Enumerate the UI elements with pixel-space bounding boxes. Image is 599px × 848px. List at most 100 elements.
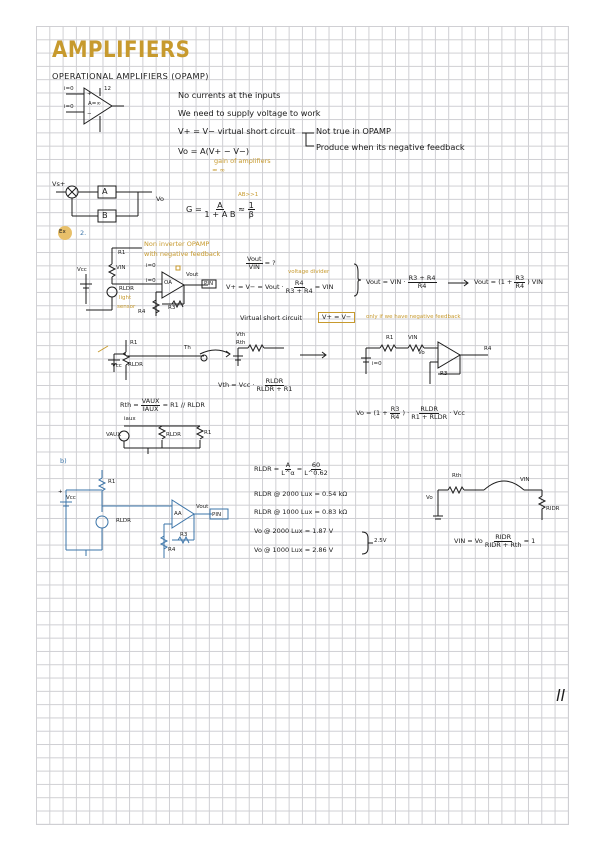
part-b-tag: b): [60, 457, 67, 465]
ex-i0-top: i=0: [146, 263, 156, 269]
th-rldr: RLDR: [128, 362, 143, 368]
ex-annotation-1: Non inverter OPAMP: [144, 240, 210, 248]
ex-rldr: RLDR: [119, 286, 134, 292]
ex-sensor: sensor: [117, 304, 136, 310]
page-mark: ll: [556, 686, 565, 705]
b-rldr: RLDR: [116, 518, 131, 524]
page-subtitle: OPERATIONAL AMPLIFIERS (OPAMP): [52, 71, 209, 81]
load-rth: Rth: [452, 473, 462, 479]
b-vcc: Vcc: [66, 495, 76, 501]
thevenin-source-circuit: [97, 340, 208, 380]
ex-vin: VIN: [116, 265, 126, 271]
grid-paper: [36, 26, 569, 825]
aux-circuit: [118, 425, 205, 454]
load-circuit: [433, 480, 547, 520]
row-rldr-2000: RLDR @ 2000 Lux = 0.54 kΩ: [254, 490, 348, 498]
note-no-currents: No currents at the inputs: [178, 90, 281, 100]
gain-condition: AB>>1: [238, 192, 259, 198]
vsc-label: Virtual short circuit: [240, 314, 303, 322]
note-gain-of-amplifiers: gain of amplifiers: [214, 157, 271, 165]
sub-i0: Vo: [418, 350, 425, 356]
loop-output-label: Vo: [156, 195, 164, 203]
ex-r4: R4: [138, 309, 146, 315]
delta-bracket: [361, 531, 373, 555]
ex-oa: OA: [164, 280, 172, 286]
ex-tag-badge: [58, 226, 72, 240]
sub-r4: R3: [440, 371, 448, 377]
sub-vo: R4: [484, 346, 492, 352]
vsc-note: only if we have negative feedback: [366, 314, 461, 320]
feedback-block-diagram: [56, 185, 152, 223]
ex-number: 2.: [80, 229, 87, 237]
page-title: AMPLIFIERS: [52, 38, 191, 63]
sub-vin: i=0: [372, 361, 382, 367]
note-virtual-short: V+ = V− virtual short circuit: [178, 126, 296, 136]
vsc-box: V+ = V−: [318, 312, 356, 323]
ex-vcc: Vcc: [77, 267, 87, 273]
th-r1: R1: [130, 340, 138, 346]
note-negative-feedback: Produce when its negative feedback: [316, 142, 465, 152]
bracket-arrow: [302, 132, 314, 147]
opamp-symbol: [66, 87, 124, 132]
b-pin: PIN: [212, 512, 222, 518]
b-r1: R1: [108, 479, 116, 485]
load-vo: Vo: [426, 495, 433, 501]
note-not-true: Not true in OPAMP: [316, 126, 391, 136]
ex-annotation-2: with negative feedback: [144, 250, 221, 258]
note-supply: We need to supply voltage to work: [178, 108, 321, 118]
note-infinity: ≈ ∞: [212, 166, 225, 174]
row-vo-1000: Vo @ 1000 Lux = 2.86 V: [254, 546, 334, 554]
row-rldr-1000: RLDR @ 1000 Lux = 0.83 kΩ: [254, 508, 348, 516]
ex-pin: PIN: [204, 281, 214, 287]
ex-vout: Vout: [186, 272, 199, 278]
note-gain-formula: Vo = A(V+ − V−): [178, 146, 250, 156]
row-vo-2000: Vo @ 2000 Lux = 1.87 V: [254, 527, 334, 535]
aux-vaux: VAUX: [106, 432, 121, 438]
aux-iaux: iaux: [124, 416, 136, 422]
th-rth: Rth: [236, 340, 246, 346]
arrow-substitute: [300, 351, 327, 359]
ex-tag: Ex: [59, 229, 66, 235]
aux-r1: R1: [204, 430, 212, 436]
loop-input-label: Vs+: [52, 180, 66, 188]
opamp-i0-top: i=0: [64, 86, 74, 92]
th-vth: Vth: [236, 332, 246, 338]
b-r4: R4: [168, 547, 176, 553]
brace: [353, 263, 362, 297]
opamp-gain-label: A=∞: [88, 101, 101, 107]
ex-light: light: [119, 295, 132, 301]
sub-rth: R1: [386, 335, 394, 341]
aux-rldr: RLDR: [166, 432, 181, 438]
b-r3: R3: [180, 532, 188, 538]
opamp-rail: 12: [104, 86, 111, 92]
load-ridr: RIDR: [546, 506, 560, 512]
arrow-thevenin: [199, 349, 231, 358]
sub-r1: VIN: [408, 335, 418, 341]
b-plus: +: [58, 489, 63, 495]
opamp-plus: +: [87, 91, 92, 97]
part-b-circuit: [60, 470, 229, 558]
loop-block-a: A: [102, 186, 108, 196]
b-aa: AA: [174, 511, 182, 517]
b-vout: Vout: [196, 504, 209, 510]
th-label: Th: [184, 345, 191, 351]
ex-r3: R3: [168, 305, 176, 311]
ex-r1: R1: [118, 250, 126, 256]
voltage-divider-label: voltage divider: [288, 269, 330, 275]
load-vin: VIN: [520, 477, 530, 483]
opamp-minus: −: [87, 111, 92, 117]
ex-i0-bottom: i=0: [146, 278, 156, 284]
loop-block-b: B: [102, 210, 108, 220]
substituted-circuit: [361, 341, 488, 384]
arrow-1: [448, 279, 469, 287]
